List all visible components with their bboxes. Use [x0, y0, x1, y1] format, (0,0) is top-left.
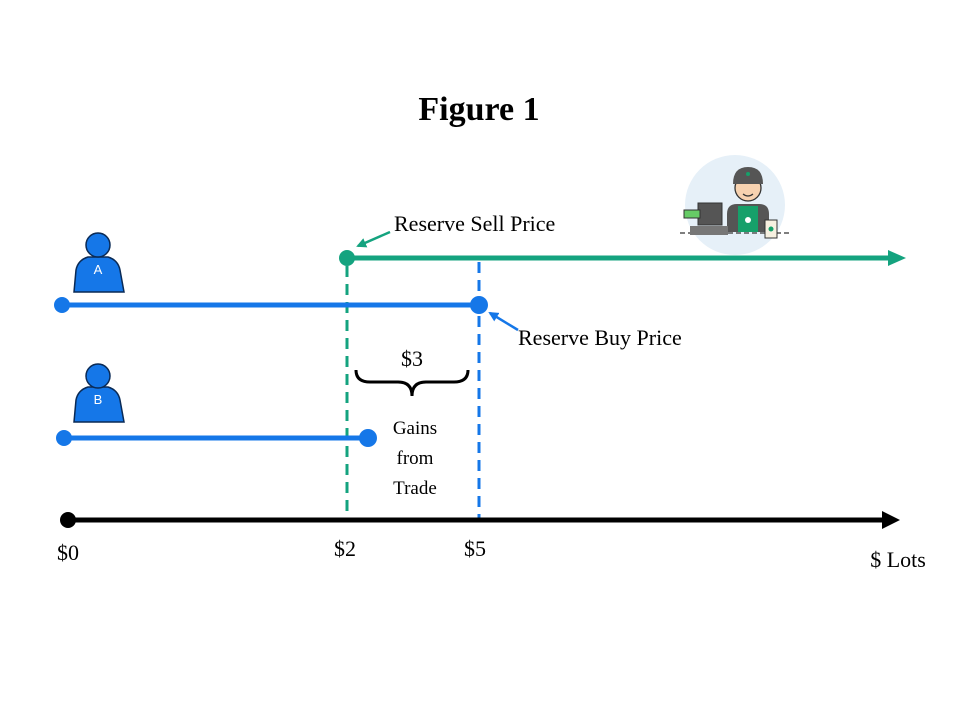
axis-arrowhead — [882, 511, 900, 529]
tick-label-0: $0 — [57, 540, 79, 565]
gains-line-1: Gains — [393, 418, 437, 439]
tick-label-5: $5 — [464, 536, 486, 561]
gains-line-2: from — [397, 448, 434, 469]
reserve-buy-pointer — [488, 311, 519, 332]
buyer-b-end — [359, 429, 377, 447]
buyer-a-start — [54, 297, 70, 313]
reserve-sell-pointer — [356, 230, 391, 248]
person-icon: A — [73, 232, 125, 293]
tick-label-2: $2 — [334, 536, 356, 561]
person-icon: B — [73, 363, 125, 423]
gain-brace — [354, 369, 470, 397]
person-a-label: A — [94, 262, 103, 277]
person-b-label: B — [94, 392, 103, 407]
axis-origin — [60, 512, 76, 528]
barista-icon — [680, 155, 790, 255]
figure-title: Figure 1 — [418, 91, 539, 128]
buyer-b-start — [56, 430, 72, 446]
axis-end-label: $ Lots — [870, 547, 926, 572]
reserve-buy-label: Reserve Buy Price — [518, 325, 682, 350]
reserve-buy-point — [470, 296, 488, 314]
reserve-sell-point — [339, 250, 355, 266]
seller-arrowhead — [888, 250, 906, 266]
gains-line-3: Trade — [393, 478, 437, 499]
reserve-sell-label: Reserve Sell Price — [394, 211, 555, 236]
gain-amount: $3 — [401, 346, 423, 371]
